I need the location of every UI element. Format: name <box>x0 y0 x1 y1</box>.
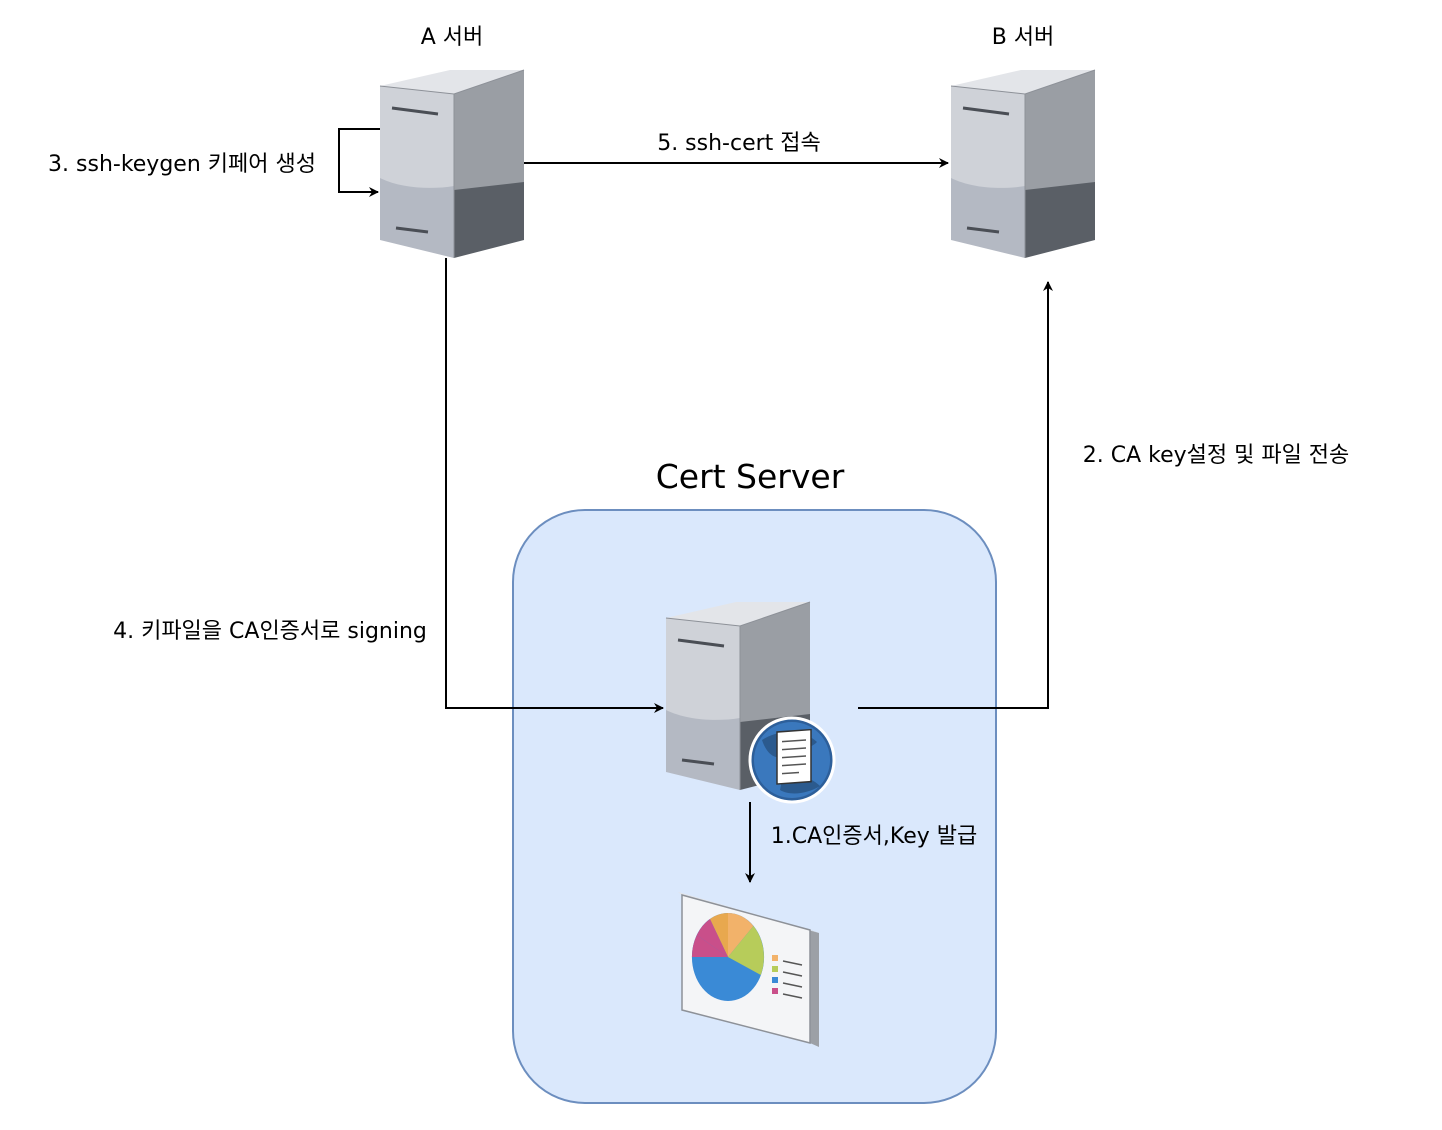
server-b-icon <box>949 68 1097 260</box>
edge-step5-label: 5. ssh-cert 접속 <box>657 131 821 156</box>
edge-step3-arrow <box>338 128 380 197</box>
cert-server-container <box>512 509 997 1104</box>
server-a-label: A 서버 <box>421 25 484 50</box>
edge-step2-arrow <box>858 281 1053 709</box>
report-pie-chart-icon <box>678 892 819 1047</box>
server-a-icon <box>378 68 526 260</box>
edge-step4-arrow <box>445 258 664 713</box>
certificate-globe-icon <box>748 716 836 804</box>
edge-step3-label: 3. ssh-keygen 키페어 생성 <box>48 152 316 177</box>
cert-server-title: Cert Server <box>656 457 845 496</box>
server-b-label: B 서버 <box>992 25 1055 50</box>
edge-step1-label: 1.CA인증서,Key 발급 <box>771 824 977 849</box>
edge-step4-label: 4. 키파일을 CA인증서로 signing <box>113 619 427 644</box>
edge-step2-label: 2. CA key설정 및 파일 전송 <box>1083 443 1350 468</box>
